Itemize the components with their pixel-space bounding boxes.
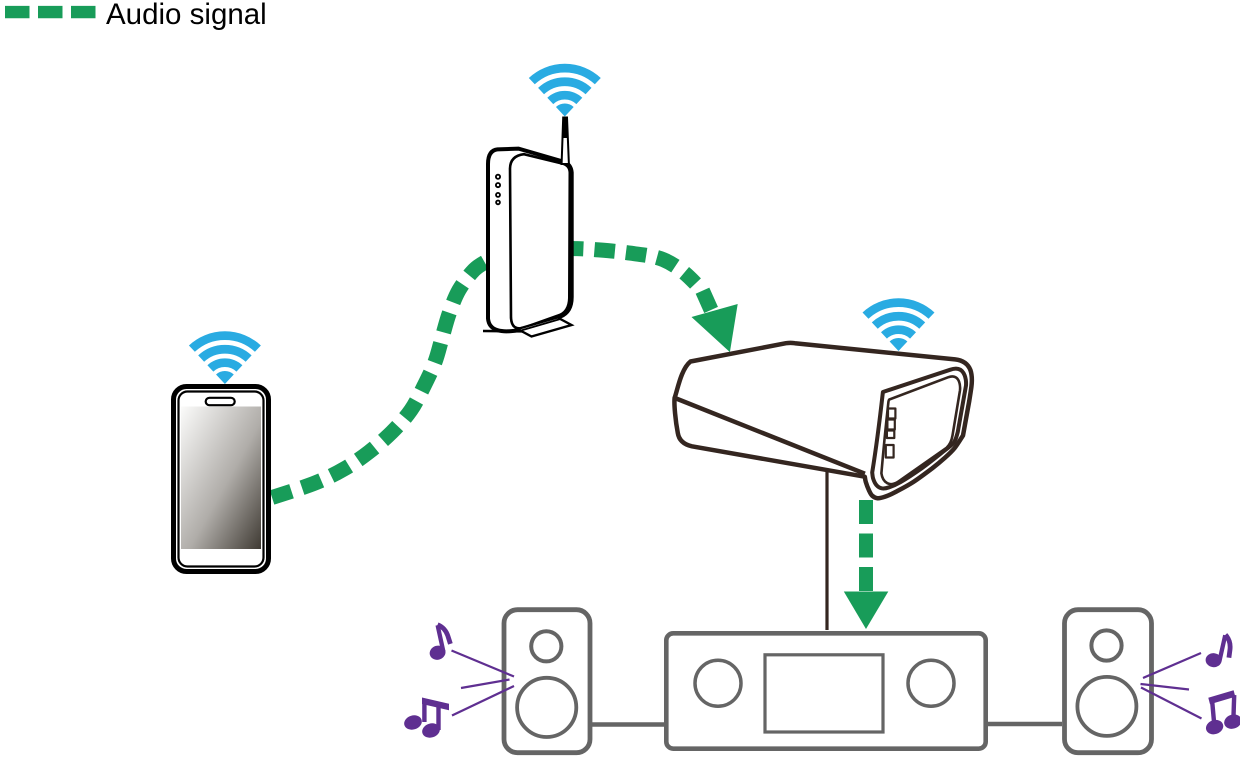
svg-text:Audio signal: Audio signal	[106, 0, 267, 31]
